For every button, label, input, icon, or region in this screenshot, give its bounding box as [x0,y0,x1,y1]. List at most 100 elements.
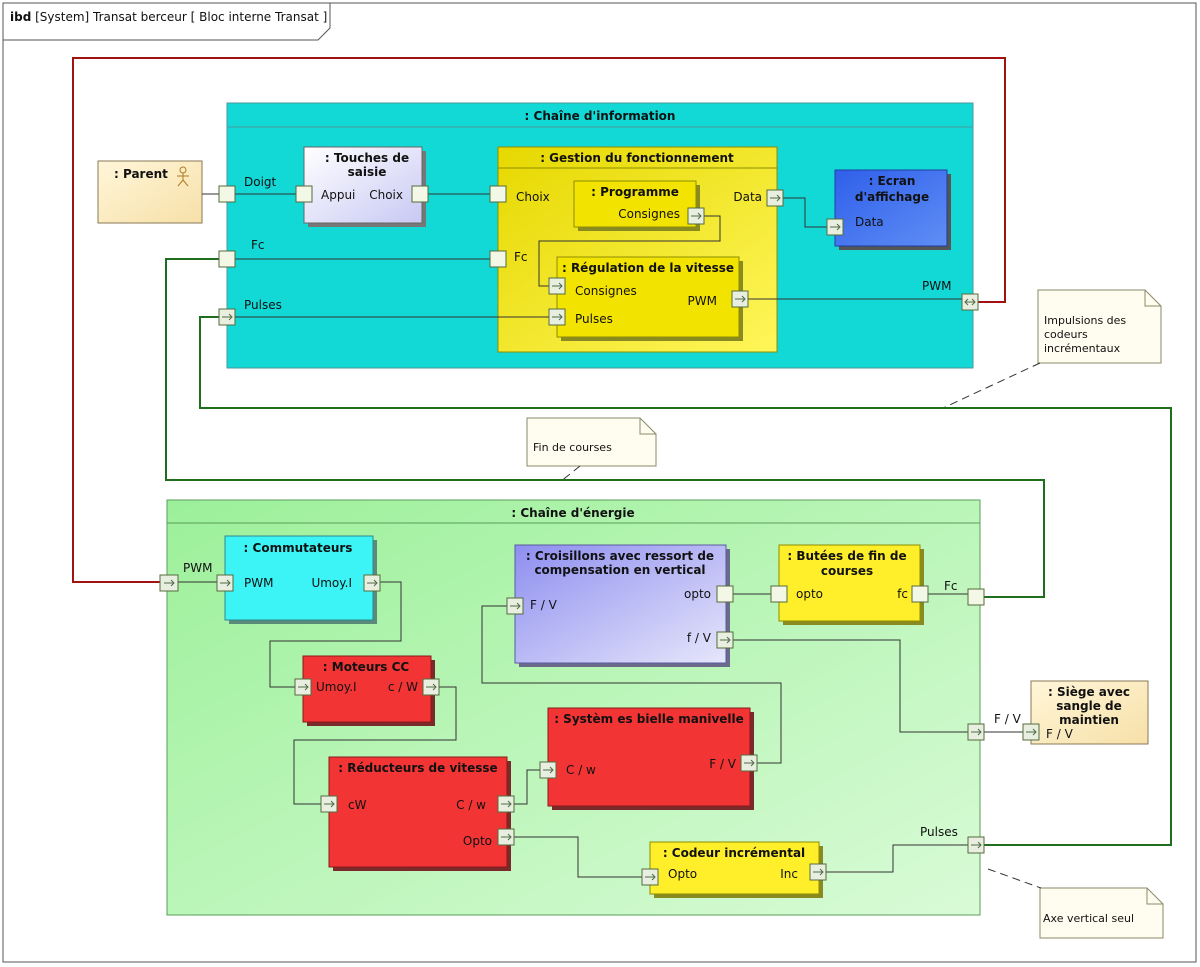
wire-reducteurs-bielle [514,769,540,805]
arrow-info-pwm [964,298,976,306]
arrow-regulation-consignes [552,282,563,290]
note-axe [1039,887,1164,939]
touches-block[interactable] [303,146,423,224]
port-info-fc[interactable] [218,250,236,268]
note-impulsions-line-2: codeurs [1044,328,1088,341]
wire-croisillons-siege [733,639,968,733]
wire-umoy [269,581,402,688]
moteurs-title: : Moteurs CC [323,660,410,674]
arrow-energy-fv [971,728,982,736]
arrow-regulation-pwm [735,295,746,303]
frame-tab [2,2,331,41]
ecran-title-1: : Ecran [869,174,916,188]
frame-title: ibd [System] Transat berceur [ Bloc inte… [10,10,327,24]
moteurs-block[interactable] [302,655,432,723]
note-fin-courses [526,417,657,467]
arrow-reducteurs-opto [501,833,512,841]
note-fin-courses-text: Fin de courses [533,441,612,454]
info-chain-title: : Chaîne d'information [525,109,676,123]
wire-fc-loop [165,258,1045,598]
codeur-block[interactable] [649,841,820,895]
siege-title-3: maintien [1059,713,1119,727]
port-energy-fc[interactable] [967,588,985,606]
butees-opto-label: opto [796,587,823,601]
arrow-energy-pulses [971,841,982,849]
regulation-pulses-label: Pulses [575,312,613,326]
info-port-pulses-label: Pulses [244,298,282,312]
port-info-doigt[interactable] [218,185,236,203]
ecran-block[interactable] [834,169,948,247]
note-impulsions-line-1: Impulsions des [1044,314,1126,327]
arrow-programme-consignes [691,212,702,220]
port-butees-opto[interactable] [770,585,788,603]
butees-fc-label: fc [897,587,908,601]
energy-port-fc-label: Fc [944,579,958,593]
arrow-moteurs-umoy [298,683,309,691]
port-touches-appui[interactable] [295,185,313,203]
codeur-inc-label: Inc [780,867,798,881]
arrow-siege-fv [1026,728,1037,736]
commutateurs-title: : Commutateurs [244,541,353,555]
arrow-croisillons-fv [510,602,521,610]
ecran-title-2: d'affichage [855,190,929,204]
port-gestion-fc[interactable] [489,250,507,268]
wire-consignes [538,215,721,287]
parent-block[interactable] [97,160,203,224]
energy-port-pwm-label: PWM [183,561,212,575]
reducteurs-title: : Réducteurs de vitesse [338,761,497,775]
arrow-croisillons-fv2 [720,636,731,644]
arrow-codeur-inc [813,868,824,876]
croisillons-title-2: compensation en vertical [534,563,705,577]
energy-port-pulses-label: Pulses [920,825,958,839]
regulation-consignes-label: Consignes [575,284,637,298]
bielle-cw-label: C / w [566,763,596,777]
note-fin-courses-fold [639,418,656,435]
note-impulsions-line-3: incrémentaux [1044,342,1121,355]
butees-title-2: courses [821,564,873,578]
arrow-energy-pwm [164,579,175,587]
programme-consignes-label: Consignes [618,207,680,221]
port-butees-fc[interactable] [911,585,929,603]
commutateurs-umoy-label: Umoy.I [311,576,352,590]
codeur-opto-label: Opto [668,867,697,881]
gestion-fc-label: Fc [514,250,528,264]
reducteurs-block[interactable] [328,756,508,868]
port-gestion-choix[interactable] [489,185,507,203]
note-impulsions-anchor [942,362,1041,409]
wire-moteurs-reducteurs [293,686,457,805]
arrow-bielle-cw [543,766,554,774]
croisillons-opto-label: opto [684,587,711,601]
croisillons-block[interactable] [514,544,727,664]
moteurs-cw-label: c / W [388,680,418,694]
wire-pulses-loop [199,316,1172,846]
regulation-block[interactable] [556,256,740,338]
moteurs-umoy-label: Umoy.I [316,680,357,694]
touches-choix-label: Choix [369,188,403,202]
note-axe-fold [1146,888,1163,905]
gestion-choix-label: Choix [516,190,550,204]
arrow-bielle-fv [744,759,755,767]
arrow-ecran-data [830,223,841,231]
port-croisillons-opto[interactable] [716,585,734,603]
note-axe-anchor [987,868,1042,889]
arrow-reducteurs-cw-in [324,800,335,808]
siege-title-1: : Siège avec [1048,685,1130,699]
wire-bielle-croisillons [481,605,782,764]
arrow-regulation-pulses [552,313,563,321]
croisillons-fv2-label: f / V [687,631,712,645]
wire-data-data [783,197,827,228]
siege-fv-label: F / V [1046,727,1074,741]
note-axe-text: Axe vertical seul [1043,912,1134,925]
info-port-fc-label: Fc [251,238,265,252]
siege-block[interactable] [1030,680,1149,745]
reducteurs-cw-out-label: C / w [456,798,486,812]
info-port-doigt-label: Doigt [244,175,277,189]
bielle-title: : Systèm es bielle manivelle [554,712,744,726]
bielle-block[interactable] [547,707,751,807]
butees-block[interactable] [778,544,921,622]
energy-chain-title: : Chaîne d'énergie [511,506,634,520]
gestion-data-label: Data [733,190,762,204]
programme-block[interactable] [573,180,697,228]
port-touches-choix[interactable] [411,185,429,203]
